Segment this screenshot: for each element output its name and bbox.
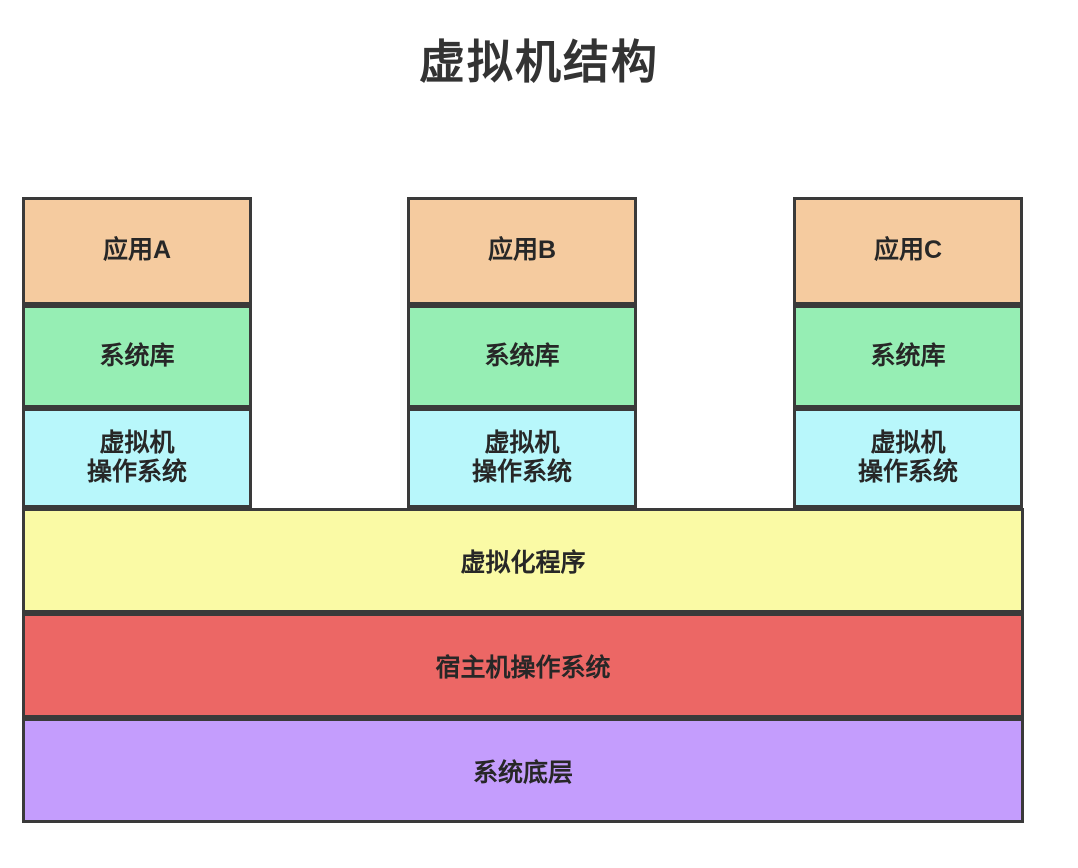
app-block-b[interactable]: 应用B xyxy=(407,197,637,305)
vm-architecture-diagram: 应用A 系统库 虚拟机 操作系统 应用B 系统库 虚拟机 操作系统 应用C 系统… xyxy=(22,197,1024,823)
page-title: 虚拟机结构 xyxy=(419,36,659,88)
vm-stack-c: 应用C 系统库 虚拟机 操作系统 xyxy=(793,197,1023,508)
app-block-c[interactable]: 应用C xyxy=(793,197,1023,305)
syslib-block-a[interactable]: 系统库 xyxy=(22,305,252,408)
guest-os-block-a[interactable]: 虚拟机 操作系统 xyxy=(22,408,252,508)
vm-stack-b: 应用B 系统库 虚拟机 操作系统 xyxy=(407,197,637,508)
syslib-block-c[interactable]: 系统库 xyxy=(793,305,1023,408)
guest-os-block-c[interactable]: 虚拟机 操作系统 xyxy=(793,408,1023,508)
guest-os-block-b[interactable]: 虚拟机 操作系统 xyxy=(407,408,637,508)
host-os-layer[interactable]: 宿主机操作系统 xyxy=(22,613,1024,718)
syslib-block-b[interactable]: 系统库 xyxy=(407,305,637,408)
hypervisor-layer[interactable]: 虚拟化程序 xyxy=(22,508,1024,613)
vm-columns: 应用A 系统库 虚拟机 操作系统 应用B 系统库 虚拟机 操作系统 应用C 系统… xyxy=(22,197,1024,508)
hardware-layer[interactable]: 系统底层 xyxy=(22,718,1024,823)
vm-stack-a: 应用A 系统库 虚拟机 操作系统 xyxy=(22,197,252,508)
app-block-a[interactable]: 应用A xyxy=(22,197,252,305)
